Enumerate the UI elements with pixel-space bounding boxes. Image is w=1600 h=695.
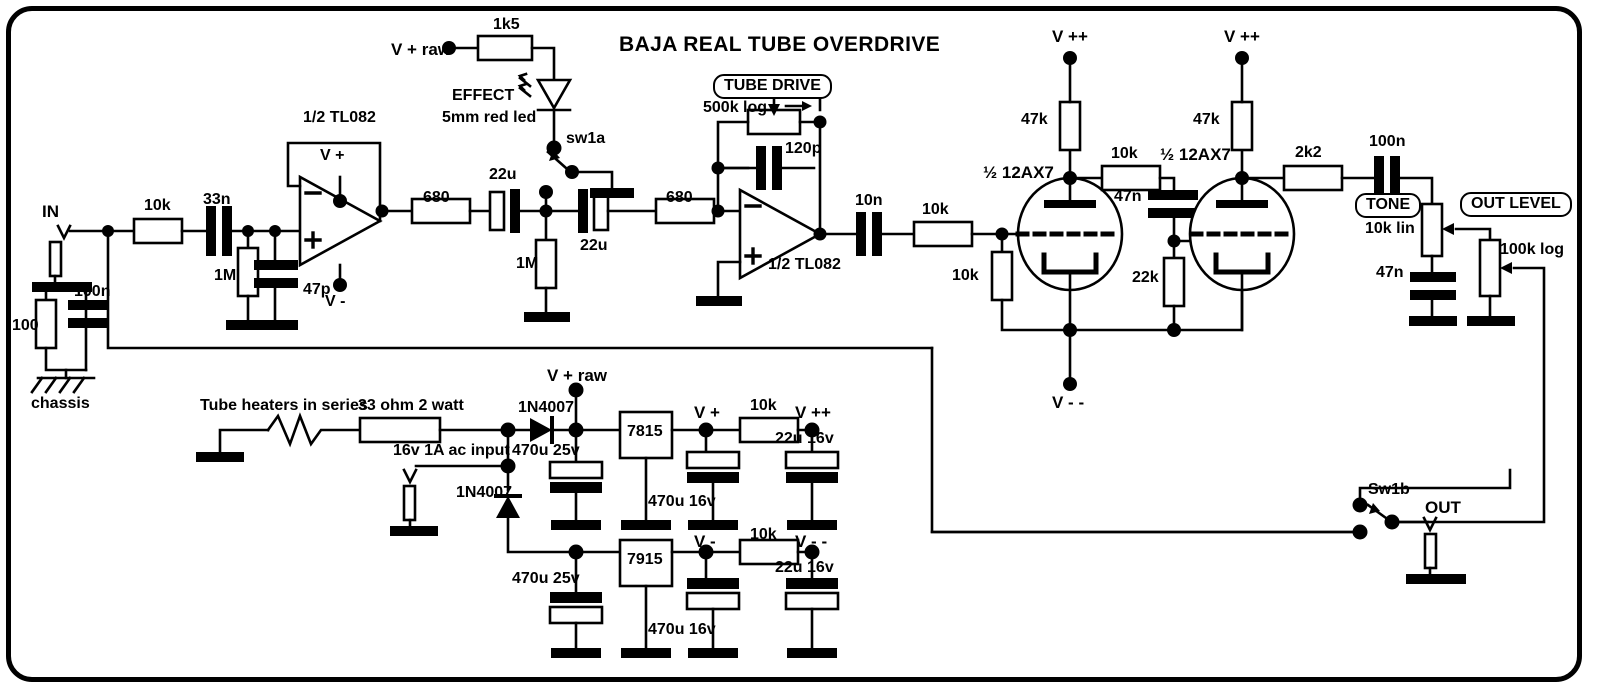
vpp-right-label: V ++ (1224, 27, 1260, 46)
c-interstage-value: 47n (1114, 188, 1142, 205)
r-u1a-out-value: 680 (423, 189, 450, 206)
d-rect-pos-value: 1N4007 (518, 399, 575, 416)
out-level-control[interactable]: OUT LEVEL (1460, 192, 1572, 217)
tube-v1b-label: ½ 12AX7 (1160, 145, 1231, 164)
c-reg-pos-value: 470u 16v (648, 493, 716, 510)
c-raw-neg-value: 470u 25v (512, 570, 580, 587)
led-symbol (517, 72, 573, 144)
opamp-u1b-label: 1/2 TL082 (768, 256, 841, 273)
led-label-line2: 5mm red led (442, 109, 537, 126)
input-jack-label: IN (42, 202, 59, 221)
c-input-coupling-value: 33n (203, 191, 231, 208)
r-input-shunt-value: 100 (12, 317, 39, 334)
output-jack-label: OUT (1425, 498, 1461, 517)
vmm-label: V - - (1052, 393, 1085, 412)
r-bias-1m-value: 1M (214, 267, 237, 284)
d-rect-neg-value: 1N4007 (456, 484, 513, 501)
opamp-u1a-vminus: V - (325, 293, 346, 310)
c-coupling-b-value: 22u (580, 237, 608, 254)
c-out-coupling-value: 100n (1369, 133, 1406, 150)
heaters-note: Tube heaters in series (200, 397, 368, 414)
c-coupling-a-value: 22u (489, 166, 517, 183)
c-u1b-out-value: 10n (855, 192, 883, 209)
tube-drive-value: 500k log (703, 99, 768, 116)
vpp-psu-label: V ++ (795, 403, 831, 422)
tone-value: 10k lin (1365, 220, 1415, 237)
c-tone-shunt-value: 47n (1376, 264, 1404, 281)
tone-control[interactable]: TONE (1355, 193, 1422, 218)
r-plate-v1b-value: 47k (1193, 111, 1220, 128)
reg-7815-label: 7815 (627, 423, 663, 440)
chassis-ground-symbol (30, 376, 96, 394)
c-vmm-value: 22u 16v (775, 559, 834, 576)
r-vpp-dropper-value: 10k (750, 397, 777, 414)
opamp-u1a-label: 1/2 TL082 (303, 109, 376, 126)
ac-input-jack-symbol (390, 468, 438, 536)
vpp-left-label: V ++ (1052, 27, 1088, 46)
tube-drive-control[interactable]: TUBE DRIVE (713, 74, 832, 99)
vmm-psu-label: V - - (795, 532, 828, 551)
r-vmm-dropper-value: 10k (750, 526, 777, 543)
sw1b-label[interactable]: Sw1b (1368, 481, 1410, 498)
tube-v1a-label: ½ 12AX7 (983, 163, 1054, 182)
output-jack-symbol (1406, 516, 1466, 584)
sheet-border (6, 6, 1582, 682)
r-out-series-value: 2k2 (1295, 144, 1322, 161)
c-raw-pos-value: 470u 25v (512, 442, 580, 459)
r-coupling-1m-value: 1M (516, 255, 539, 272)
vplus-raw-psu-label: V + raw (547, 366, 608, 385)
r-tube-grid-series-value: 10k (922, 201, 949, 218)
r-led-dropper-value: 1k5 (493, 16, 520, 33)
page-title: BAJA REAL TUBE OVERDRIVE (619, 33, 941, 56)
r-plate-v1a-value: 47k (1021, 111, 1048, 128)
r-heater-value: 33 ohm 2 watt (358, 397, 464, 414)
opamp-u1a-vplus: V + (320, 147, 345, 164)
r-tube-grid-shunt-value: 10k (952, 267, 979, 284)
reg-7915-label: 7915 (627, 551, 663, 568)
chassis-label: chassis (31, 395, 90, 412)
vminus-label: V - (694, 532, 716, 551)
ac-input-label: 16v 1A ac input (393, 442, 510, 459)
c-vpp-value: 22u 16v (775, 430, 834, 447)
input-jack-symbol (32, 224, 92, 292)
r-u1b-in-value: 680 (666, 189, 693, 206)
r-grid-v1b-value: 22k (1132, 269, 1159, 286)
vplus-raw-top-label: V + raw (391, 40, 452, 59)
c-input-shunt-value: 100n (74, 283, 111, 300)
r-input-series-value: 10k (144, 197, 171, 214)
c-reg-neg-value: 470u 16v (648, 621, 716, 638)
c-drive-feedback-value: 120p (785, 140, 822, 157)
c-u1a-comp-value: 47p (303, 281, 331, 298)
out-level-value: 100k log (1500, 241, 1565, 258)
r-interstage-value: 10k (1111, 145, 1138, 162)
sw1a-label[interactable]: sw1a (566, 130, 606, 147)
vplus-label: V + (694, 403, 720, 422)
led-label-line1: EFFECT (452, 87, 515, 104)
